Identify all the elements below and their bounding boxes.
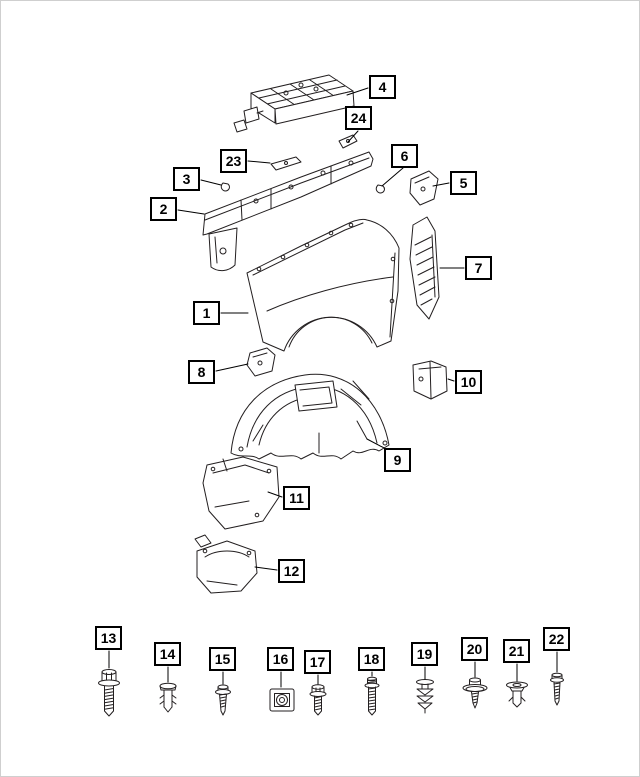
- callout-4[interactable]: 4: [369, 75, 396, 99]
- callout-21-label: 21: [508, 643, 525, 659]
- callout-7-label: 7: [474, 260, 483, 276]
- callout-24[interactable]: 24: [345, 106, 372, 130]
- bracket-part-8: [246, 347, 276, 377]
- callout-20-label: 20: [466, 641, 483, 657]
- callout-24-label: 24: [350, 110, 367, 126]
- callout-22[interactable]: 22: [543, 627, 570, 651]
- callout-23[interactable]: 23: [220, 149, 247, 173]
- callout-17-label: 17: [309, 654, 326, 670]
- splash-shield-part-11: [202, 456, 280, 530]
- callout-16-label: 16: [272, 651, 289, 667]
- callout-12-label: 12: [283, 563, 300, 579]
- callout-2-label: 2: [159, 201, 168, 217]
- expansion-clip-icon: [416, 679, 434, 714]
- callout-3-label: 3: [182, 171, 191, 187]
- callout-14[interactable]: 14: [154, 642, 181, 666]
- callout-14-label: 14: [159, 646, 176, 662]
- lower-shield-part-12: [194, 534, 258, 594]
- callout-6[interactable]: 6: [391, 144, 418, 168]
- callout-13[interactable]: 13: [95, 626, 122, 650]
- hex-head-screw-icon: [309, 684, 327, 716]
- callout-5-label: 5: [459, 175, 468, 191]
- tapping-screw-icon: [550, 672, 564, 706]
- callout-7[interactable]: 7: [465, 256, 492, 280]
- clip-part-6: [375, 184, 385, 194]
- callout-13-label: 13: [100, 630, 117, 646]
- bracket-part-10: [412, 360, 448, 400]
- callout-18[interactable]: 18: [358, 647, 385, 671]
- callout-11[interactable]: 11: [283, 486, 310, 510]
- callout-3[interactable]: 3: [173, 167, 200, 191]
- bracket-part-5: [409, 170, 439, 206]
- double-end-stud-icon: [364, 676, 380, 716]
- callout-1[interactable]: 1: [193, 301, 220, 325]
- callout-19-label: 19: [416, 646, 433, 662]
- square-retainer-nut-icon: [269, 688, 295, 712]
- callout-21[interactable]: 21: [503, 639, 530, 663]
- wheelhouse-liner-part-9: [230, 373, 390, 460]
- callout-16[interactable]: 16: [267, 647, 294, 671]
- push-pin-clip-icon: [159, 682, 177, 713]
- callout-18-label: 18: [363, 651, 380, 667]
- callout-5[interactable]: 5: [450, 171, 477, 195]
- callout-10-label: 10: [460, 374, 477, 390]
- callout-8[interactable]: 8: [188, 360, 215, 384]
- rear-panel-part-7: [409, 216, 440, 320]
- callout-10[interactable]: 10: [455, 370, 482, 394]
- clip-part-3: [220, 182, 230, 192]
- callout-6-label: 6: [400, 148, 409, 164]
- callout-20[interactable]: 20: [461, 637, 488, 661]
- callout-12[interactable]: 12: [278, 559, 305, 583]
- push-pin-rivet-icon: [506, 681, 528, 708]
- leader-lines: [108, 87, 558, 688]
- fender-part-1: [246, 218, 400, 352]
- rail-bracket-part-23: [270, 156, 302, 171]
- callout-22-label: 22: [548, 631, 565, 647]
- callout-8-label: 8: [197, 364, 206, 380]
- callout-9[interactable]: 9: [384, 448, 411, 472]
- upper-rail-part: [202, 151, 374, 272]
- washer-head-screw-icon: [215, 684, 231, 716]
- fuse-box-part: [233, 74, 355, 133]
- callout-15[interactable]: 15: [209, 647, 236, 671]
- callout-1-label: 1: [202, 305, 211, 321]
- callout-17[interactable]: 17: [304, 650, 331, 674]
- callout-19[interactable]: 19: [411, 642, 438, 666]
- callout-11-label: 11: [289, 490, 304, 506]
- callout-15-label: 15: [214, 651, 231, 667]
- callout-23-label: 23: [225, 153, 242, 169]
- hex-flange-bolt-icon: [98, 669, 120, 717]
- callout-2[interactable]: 2: [150, 197, 177, 221]
- conical-washer-screw-icon: [462, 677, 488, 709]
- callout-4-label: 4: [378, 79, 387, 95]
- callout-9-label: 9: [393, 452, 402, 468]
